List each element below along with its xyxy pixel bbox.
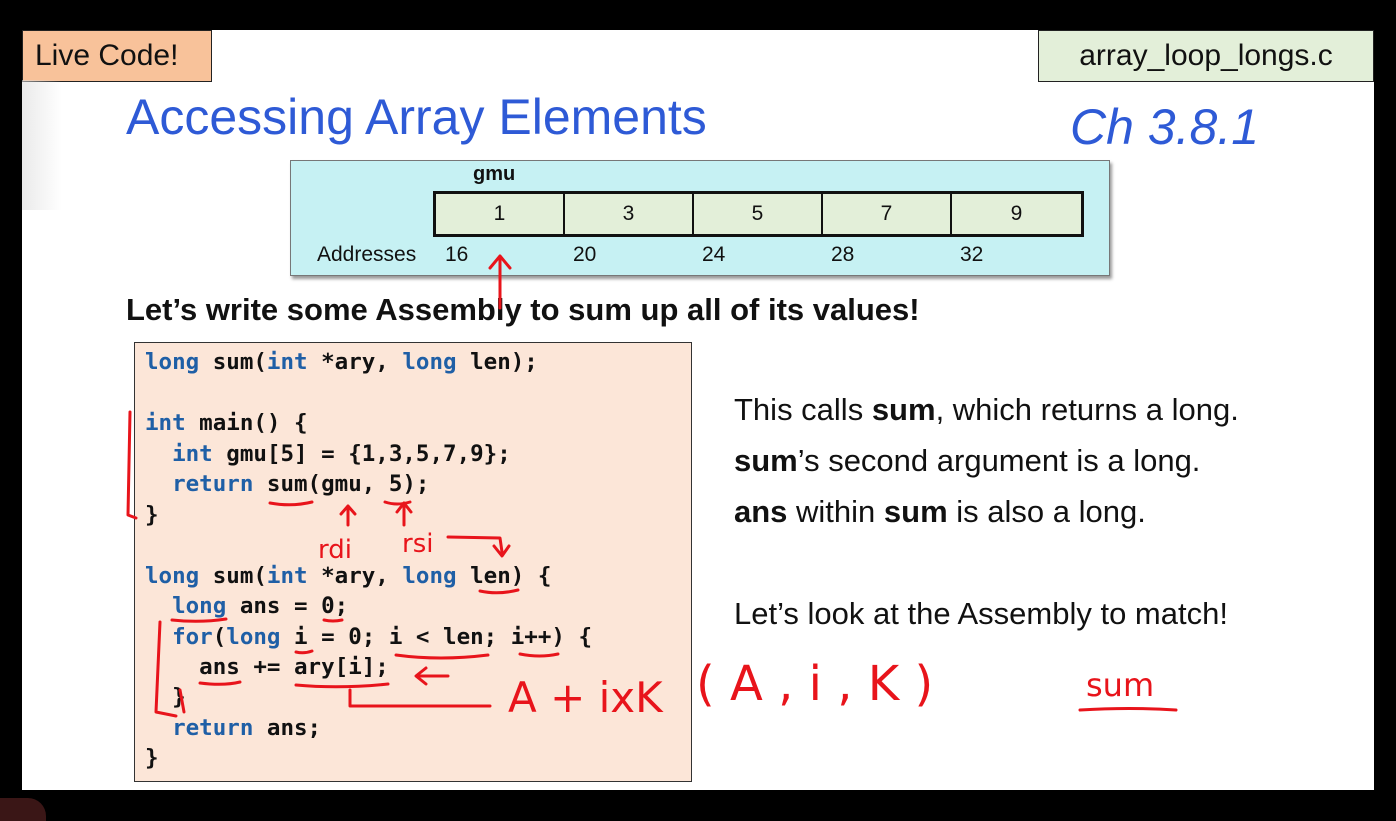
array-cell: 9 (952, 194, 1081, 234)
code-line: return sum(gmu, 5); (172, 471, 430, 497)
array-cell: 5 (694, 194, 823, 234)
code-line: } (145, 684, 186, 710)
code-line: ans += ary[i]; (145, 654, 389, 680)
code-line: for(long i = 0; i < len; i++) { (172, 624, 593, 650)
slide-title: Accessing Array Elements (126, 89, 707, 145)
chapter-reference: Ch 3.8.1 (1070, 99, 1260, 155)
file-name-tag: array_loop_longs.c (1038, 30, 1374, 82)
code-line: long sum(int *ary, long len); (145, 349, 538, 375)
address-value: 16 (445, 243, 469, 266)
address-value: 20 (573, 243, 597, 266)
addresses-label: Addresses (317, 243, 417, 266)
slide-subheading: Let’s write some Assembly to sum up all … (126, 292, 920, 327)
array-diagram: gmu 1 3 5 7 9 Addresses 16 20 24 28 32 (290, 160, 1110, 276)
array-cell: 3 (565, 194, 694, 234)
explanation-line: Let’s look at the Assembly to match! (734, 596, 1228, 631)
code-line: } (145, 502, 159, 528)
code-line: return ans; (172, 715, 322, 741)
slide: Live Code! array_loop_longs.c Accessing … (22, 30, 1374, 790)
code-block: long sum(int *ary, long len); int main()… (134, 342, 692, 782)
code-line: int main() { (145, 410, 308, 436)
address-value: 28 (831, 243, 855, 266)
explanation-line: ans within sum is also a long. (734, 494, 1146, 529)
address-value: 32 (960, 243, 984, 266)
explanation-line: This calls sum, which returns a long. (734, 392, 1239, 427)
code-line: long sum(int *ary, long len) { (145, 563, 552, 589)
live-code-tag: Live Code! (22, 30, 212, 82)
array-cell: 1 (436, 194, 565, 234)
code-line: int gmu[5] = {1,3,5,7,9}; (172, 441, 511, 467)
array-name-label: gmu (473, 163, 516, 185)
code-line: } (145, 745, 159, 771)
explanation-line: sum’s second argument is a long. (734, 443, 1201, 478)
shadow (22, 80, 62, 210)
array-cells: 1 3 5 7 9 (433, 191, 1084, 237)
array-cell: 7 (823, 194, 952, 234)
code-line: long ans = 0; (172, 593, 349, 619)
address-value: 24 (702, 243, 726, 266)
player-badge-icon (0, 798, 46, 821)
